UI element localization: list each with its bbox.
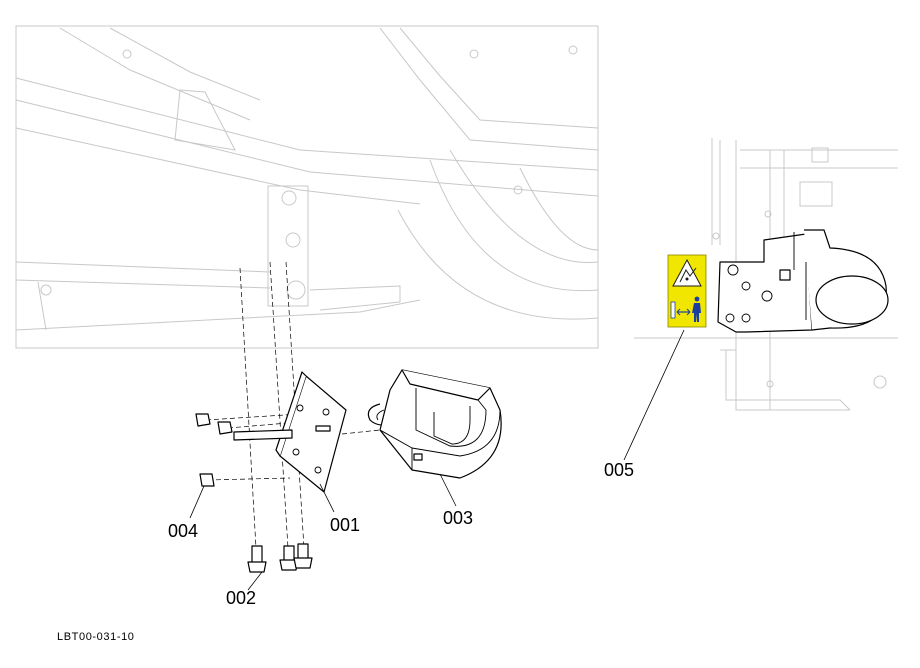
person-keep-distance-icon — [670, 296, 701, 322]
callout-005: 005 — [604, 460, 634, 480]
drawing-reference: LBT00-031-10 — [57, 631, 135, 643]
callout-002: 002 — [226, 588, 256, 608]
callout-004: 004 — [168, 521, 198, 541]
spacer-bar — [233, 429, 293, 441]
frame-context-right — [634, 138, 898, 411]
bolts-part-002 — [247, 543, 313, 573]
leader-lines — [189, 329, 685, 591]
callout-003: 003 — [443, 508, 473, 528]
crush-hazard-warning-icon — [672, 258, 702, 287]
safety-label-part-005 — [667, 254, 707, 328]
hitch-detail-right — [717, 229, 889, 333]
bolts-part-004 — [195, 413, 233, 487]
callout-001: 001 — [330, 515, 360, 535]
frame-context-left — [15, 25, 599, 349]
hitch-cover-part-003 — [379, 369, 502, 479]
